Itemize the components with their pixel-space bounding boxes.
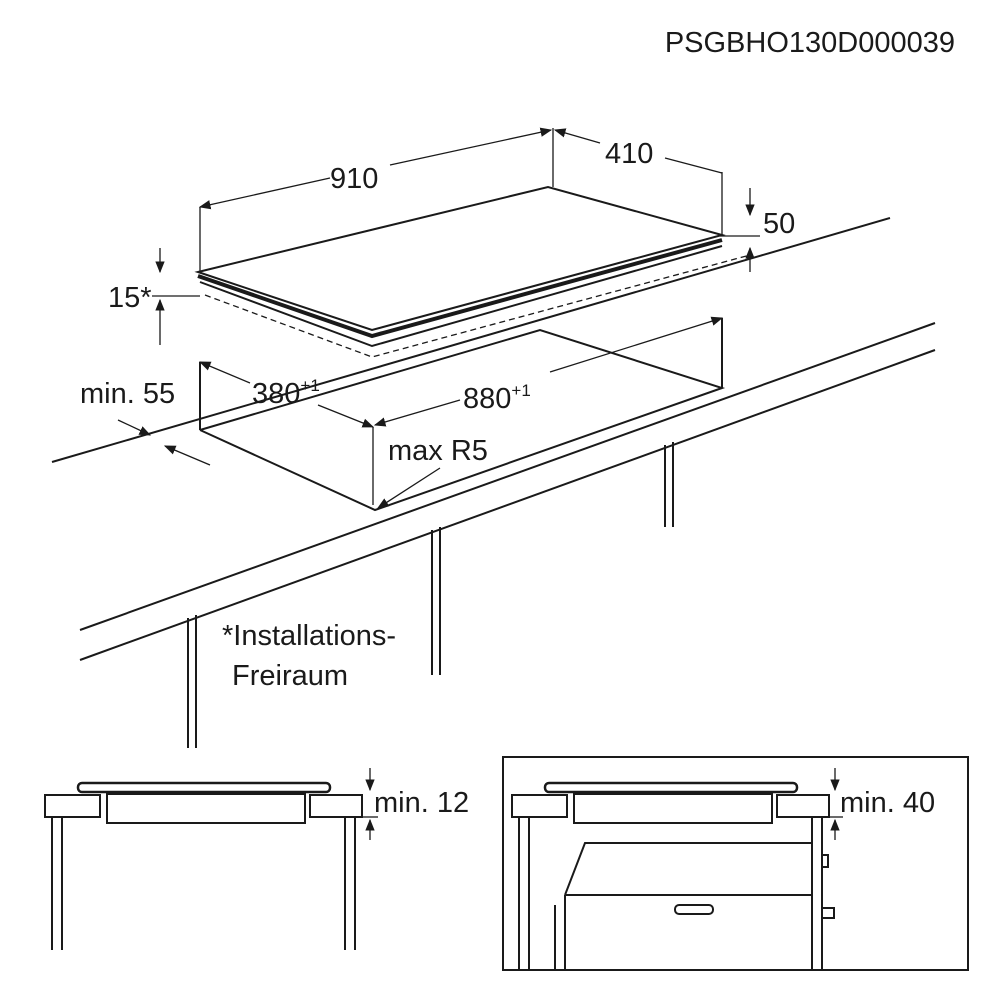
hob (194, 185, 751, 358)
width-label: 910 (330, 163, 378, 195)
front-distance-label: min. 55 (80, 378, 175, 410)
left-clearance-label: min. 12 (374, 787, 469, 819)
radius-label: max R5 (388, 435, 488, 467)
document-code: PSGBHO130D000039 (665, 27, 955, 59)
depth-label: 410 (605, 138, 653, 170)
note-line2: Freiraum (232, 660, 348, 692)
cutout-width-label: 880+1 (463, 381, 531, 415)
note-line1: *Installations- (222, 620, 396, 652)
detail-right (502, 756, 969, 971)
right-clearance-label: min. 40 (840, 787, 935, 819)
cutout (199, 318, 726, 512)
cutout-depth-label: 380+1 (252, 376, 320, 410)
edge-label: 15* (108, 282, 152, 314)
dimension-lines (117, 127, 760, 509)
height-label: 50 (763, 208, 795, 240)
cabinet-legs (187, 442, 674, 748)
detail-left (44, 768, 378, 950)
